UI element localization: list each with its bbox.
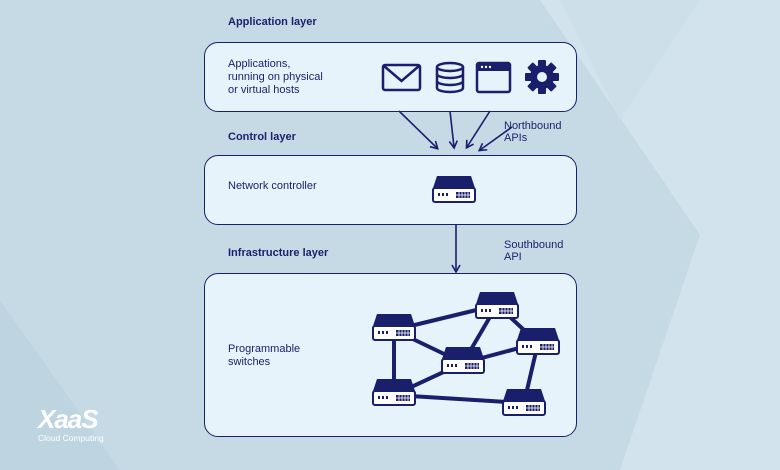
control-layer-title: Control layer	[228, 131, 296, 143]
application-layer-title: Application layer	[228, 16, 317, 28]
xaas-logo: XaaS Cloud Computing	[38, 406, 104, 443]
application-layer-box: Applications, running on physical or vir…	[204, 42, 577, 112]
northbound-arrows	[398, 110, 513, 152]
switch-icon	[475, 291, 519, 319]
switch-icon	[372, 313, 416, 341]
control-box-text: Network controller	[228, 180, 317, 192]
switch-icon	[502, 388, 546, 416]
switch-icon	[516, 327, 560, 355]
infrastructure-layer-title: Infrastructure layer	[228, 247, 329, 259]
logo-main-text: XaaS	[38, 404, 99, 434]
northbound-api-label: Northbound APIs	[504, 120, 562, 144]
gear-icon	[525, 60, 559, 94]
application-box-text: Applications, running on physical or vir…	[228, 58, 323, 96]
mail-icon	[381, 63, 422, 92]
switch-icon	[441, 346, 485, 374]
switch-icon	[372, 378, 416, 406]
infrastructure-box-text: Programmable switches	[228, 343, 301, 368]
southbound-api-label: Southbound API	[504, 239, 564, 263]
browser-window-icon	[475, 61, 512, 94]
database-icon	[435, 61, 465, 94]
logo-sub-text: Cloud Computing	[38, 433, 104, 443]
control-layer-box: Network controller	[204, 155, 577, 225]
network-controller-device-icon	[432, 175, 476, 203]
